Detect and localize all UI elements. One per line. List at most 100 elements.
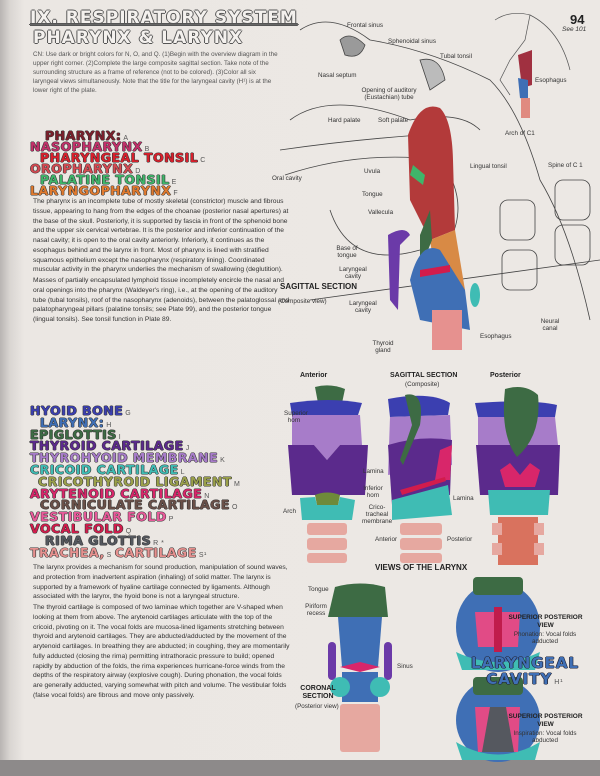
label-lamina: Lamina (453, 495, 474, 502)
sagittal-section-illustration (279, 13, 600, 350)
legend-key: P (168, 516, 174, 524)
legend-key: G (125, 410, 132, 417)
superior-view-title: SUPERIOR POSTERIOR VIEW (508, 713, 583, 728)
legend-label: VESTIBULAR FOLD (30, 509, 167, 525)
superior-view-phonation (456, 577, 540, 672)
label-base-tongue: Base of tongue (336, 245, 358, 259)
legend-key: R * (153, 539, 165, 547)
label-arch: Arch (283, 508, 296, 515)
label-cricotracheal-membrane: Crico-tracheal membrane (362, 504, 393, 525)
oropharynx-region (408, 106, 455, 240)
legend-label: LARYNGOPHARYNX (30, 183, 172, 198)
label-posterior: Posterior (447, 536, 473, 543)
label-frontal-sinus: Frontal sinus (347, 22, 384, 29)
legend-key: A (123, 135, 129, 142)
legend-label: ARYTENOID CARTILAGE (30, 485, 203, 501)
legend-key: F (173, 190, 179, 197)
label-soft-palate: Soft palate (378, 117, 409, 124)
legend-key: D (135, 168, 141, 175)
legend-key: H (106, 421, 112, 429)
sagittal-view-title: SAGITTAL SECTION (390, 372, 458, 379)
posterior-view-title: Posterior (490, 372, 521, 379)
sagittal-section-title: SAGITTAL SECTION (280, 282, 358, 291)
legend-key: O (231, 504, 238, 512)
label-oral-cavity: Oral cavity (272, 175, 302, 182)
legend-key: K (220, 457, 226, 465)
label-tubal-tonsil: Tubal tonsil (440, 53, 472, 60)
legend-key: N (204, 492, 210, 500)
tonsil-paragraph: Masses of partially encapsulated lymphoi… (33, 277, 290, 323)
superior-view-inspiration (456, 677, 540, 762)
legend-key: E (171, 179, 177, 186)
label-vallecula: Vallecula (368, 209, 394, 216)
legend-label: LARYNX: (40, 414, 105, 430)
legend-label: CRICOID CARTILAGE (30, 461, 179, 477)
pharynx-text: The pharynx is an incomplete tube of mos… (33, 197, 291, 326)
coloring-instructions: CN: Use dark or bright colors for N, O, … (33, 51, 278, 94)
legend-label: OROPHARYNX (30, 161, 134, 176)
label-hard-palate: Hard palate (328, 117, 361, 124)
legend-label: EPIGLOTTIS (30, 426, 117, 442)
anterior-view-title: Anterior (300, 372, 328, 379)
label-thyroid-gland: Thyroid gland (372, 340, 394, 354)
larynx-text: The larynx provides a mechanism for soun… (33, 563, 291, 702)
page-number: 94 (570, 12, 585, 27)
legend-label: RIMA GLOTTIS (45, 532, 152, 548)
label-overview-esophagus: Esophagus (535, 77, 567, 84)
legend-label: HYOID BONE (30, 403, 124, 418)
label-sinus: Sinus (397, 663, 413, 670)
legend-label: PALATINE TONSIL (40, 172, 170, 187)
legend-label: TRACHEA, (30, 544, 105, 560)
legend-label: CRICOTHYROID LIGAMENT (38, 473, 232, 489)
label-laryngeal-cavity: Laryngeal cavity (339, 266, 367, 280)
legend-key: M (233, 480, 241, 488)
cartilage-paragraph: The thyroid cartilage is composed of two… (33, 604, 290, 699)
legend-key: I (118, 433, 122, 441)
legend-key: J (185, 445, 190, 453)
trachea-region (432, 310, 462, 350)
legend-label: PHARYNGEAL TONSIL (40, 150, 199, 165)
legend-label: CARTILAGE (114, 544, 197, 560)
legend-key: S¹ (198, 551, 207, 559)
hyoid-thyroid-region (388, 230, 410, 310)
label-sphenoidal-sinus: Sphenoidal sinus (388, 38, 436, 45)
posterior-view (475, 387, 560, 565)
legend-key: L (180, 468, 186, 476)
legend-key: S (106, 551, 112, 559)
coronal-superior-illustration (328, 577, 540, 762)
see-reference: See 101 (562, 26, 587, 33)
plate-title: PHARYNX & LARYNX (33, 28, 244, 48)
legend-label: VOCAL FOLD (30, 520, 124, 536)
legend-label: PHARYNX: (45, 128, 122, 143)
superior-view-caption: Inspiration: Vocal folds abducted (513, 730, 577, 744)
legend-key: C (200, 157, 206, 164)
sagittal-section-subtitle: (Composite view) (278, 298, 327, 305)
label-lingual-tonsil: Lingual tonsil (470, 163, 507, 170)
label-laryngeal-cavity: Laryngeal cavity (349, 300, 377, 314)
label-nasal-septum: Nasal septum (318, 72, 357, 79)
legend-label: NASOPHARYNX (30, 139, 143, 154)
views-of-larynx-title: VIEWS OF THE LARYNX (375, 563, 468, 572)
sagittal-view (388, 394, 452, 563)
vocal-fold-region (420, 265, 450, 277)
legend-item: LARYNX:H (30, 414, 240, 430)
label-inferior-horn: Inferior horn (363, 485, 383, 499)
label-arch-c1: Arch of C1 (505, 130, 535, 137)
legend-key: Q (125, 527, 132, 535)
